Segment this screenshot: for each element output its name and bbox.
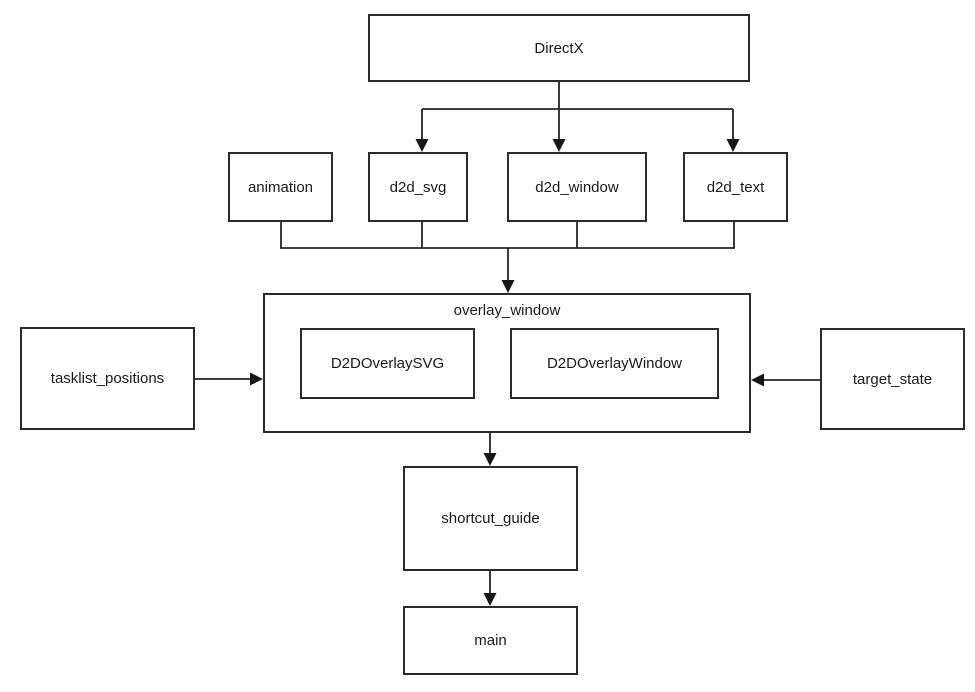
node-d2d-svg-label: d2d_svg (389, 178, 447, 196)
node-d2d-svg: d2d_svg (368, 152, 468, 222)
node-d2d-window: d2d_window (507, 152, 647, 222)
arrowhead-down-d2d_text (726, 139, 740, 152)
node-d2doverlaysvg: D2DOverlaySVG (300, 328, 475, 399)
node-animation-label: animation (247, 178, 314, 196)
arrowhead-down-overlay_window (501, 280, 515, 293)
arrowhead-down-main (483, 593, 497, 606)
node-target-state: target_state (820, 328, 965, 430)
node-main-label: main (474, 632, 507, 649)
arrowhead-left-overlay_window (751, 373, 764, 387)
node-d2doverlaywindow: D2DOverlayWindow (510, 328, 719, 399)
node-shortcut-guide-label: shortcut_guide (441, 510, 540, 527)
node-directx-label: DirectX (534, 39, 584, 57)
node-d2doverlaysvg-label: D2DOverlaySVG (330, 355, 445, 372)
node-d2d-text-label: d2d_text (706, 178, 765, 196)
arrowhead-down-shortcut_guide (483, 453, 497, 466)
node-main: main (403, 606, 578, 675)
arrowhead-down-d2d_svg (415, 139, 429, 152)
node-directx: DirectX (368, 14, 750, 82)
node-d2d-text: d2d_text (683, 152, 788, 222)
arrowhead-right-overlay_window (250, 372, 263, 386)
node-tasklist-positions: tasklist_positions (20, 327, 195, 430)
node-tasklist-positions-label: tasklist_positions (50, 370, 165, 387)
node-overlay-window-label: overlay_window (453, 302, 561, 319)
arrowhead-down-d2d_window (552, 139, 566, 152)
node-overlay-window: overlay_window D2DOverlaySVG D2DOverlayW… (263, 293, 751, 433)
node-d2d-window-label: d2d_window (535, 178, 619, 196)
node-d2doverlaywindow-label: D2DOverlayWindow (546, 355, 683, 372)
node-target-state-label: target_state (852, 370, 933, 388)
node-shortcut-guide: shortcut_guide (403, 466, 578, 571)
node-animation: animation (228, 152, 333, 222)
